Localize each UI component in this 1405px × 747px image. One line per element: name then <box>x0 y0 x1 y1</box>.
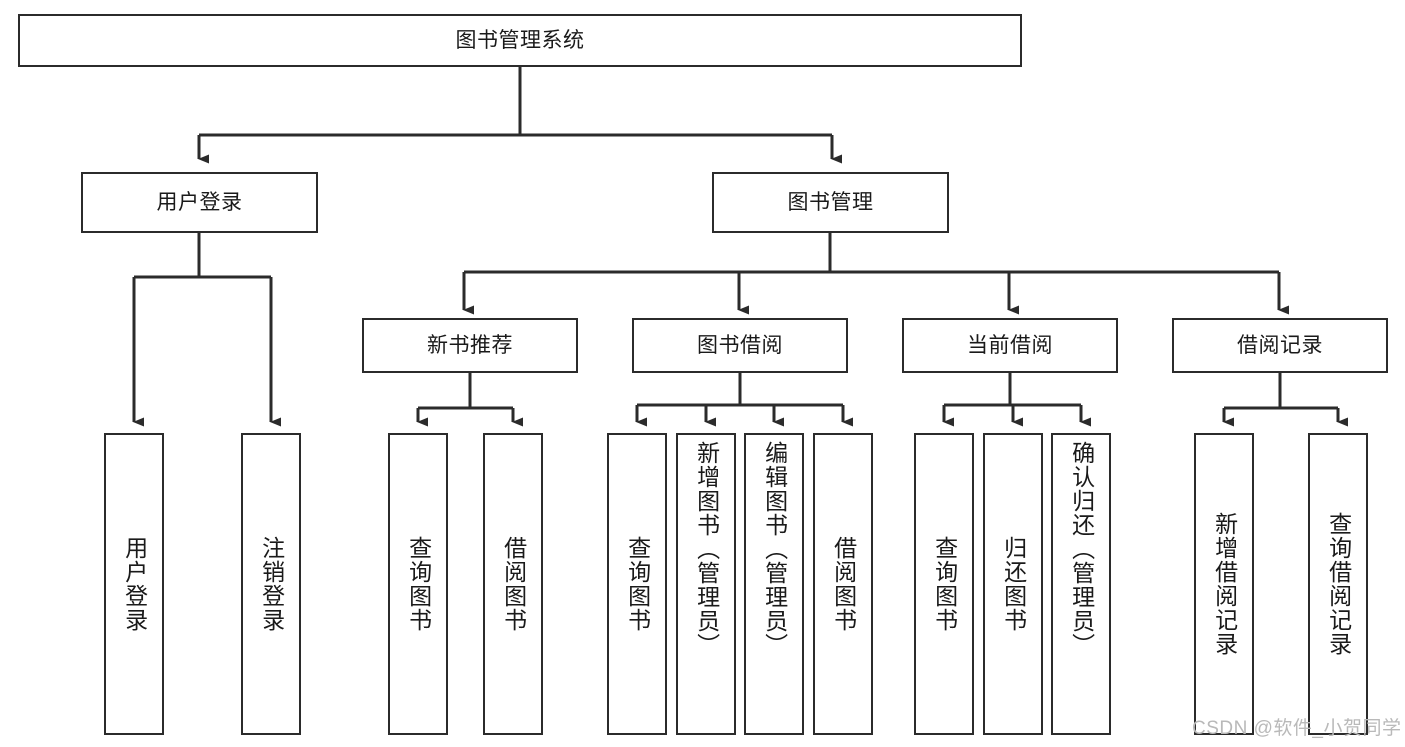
node-leaf-query-book-3[interactable]: 查询图书 <box>914 433 974 735</box>
node-leaf-borrow-book-2-label: 借阅图书 <box>830 536 857 632</box>
node-leaf-user-login[interactable]: 用户登录 <box>104 433 164 735</box>
watermark-text: CSDN @软件_小贺同学 <box>1192 718 1402 739</box>
node-leaf-query-book-1[interactable]: 查询图书 <box>388 433 448 735</box>
node-current-borrow-label: 当前借阅 <box>967 333 1053 357</box>
node-leaf-add-record[interactable]: 新增借阅记录 <box>1194 433 1254 735</box>
node-leaf-user-logout[interactable]: 注销登录 <box>241 433 301 735</box>
node-leaf-query-book-1-label: 查询图书 <box>405 536 432 632</box>
node-leaf-add-book[interactable]: 新增图书（管理员） <box>676 433 736 735</box>
node-leaf-edit-book-label: 编辑图书（管理员） <box>761 441 788 657</box>
node-new-book-recommend-label: 新书推荐 <box>427 333 513 357</box>
node-leaf-borrow-book-1[interactable]: 借阅图书 <box>483 433 543 735</box>
node-root-label: 图书管理系统 <box>455 28 585 52</box>
node-leaf-confirm-return[interactable]: 确认归还（管理员） <box>1051 433 1111 735</box>
node-user-login-label: 用户登录 <box>156 190 243 214</box>
node-leaf-borrow-book-1-label: 借阅图书 <box>500 536 527 632</box>
node-leaf-borrow-book-2[interactable]: 借阅图书 <box>813 433 873 735</box>
node-leaf-confirm-return-label: 确认归还（管理员） <box>1068 441 1095 657</box>
node-leaf-query-record-label: 查询借阅记录 <box>1325 512 1352 656</box>
node-leaf-query-book-2[interactable]: 查询图书 <box>607 433 667 735</box>
node-user-login[interactable]: 用户登录 <box>81 172 318 233</box>
node-new-book-recommend[interactable]: 新书推荐 <box>362 318 578 373</box>
node-leaf-query-book-2-label: 查询图书 <box>624 536 651 632</box>
node-borrow-record-label: 借阅记录 <box>1237 333 1323 357</box>
node-leaf-edit-book[interactable]: 编辑图书（管理员） <box>744 433 804 735</box>
node-leaf-user-logout-label: 注销登录 <box>258 536 285 632</box>
node-leaf-user-login-label: 用户登录 <box>121 536 148 632</box>
node-leaf-query-book-3-label: 查询图书 <box>931 536 958 632</box>
node-current-borrow[interactable]: 当前借阅 <box>902 318 1118 373</box>
node-borrow-record[interactable]: 借阅记录 <box>1172 318 1388 373</box>
node-book-management[interactable]: 图书管理 <box>712 172 949 233</box>
node-root[interactable]: 图书管理系统 <box>18 14 1022 67</box>
node-leaf-add-book-label: 新增图书（管理员） <box>693 441 720 657</box>
node-book-management-label: 图书管理 <box>787 190 874 214</box>
node-book-borrow[interactable]: 图书借阅 <box>632 318 848 373</box>
node-leaf-return-book-label: 归还图书 <box>1000 536 1027 632</box>
node-book-borrow-label: 图书借阅 <box>697 333 783 357</box>
node-leaf-query-record[interactable]: 查询借阅记录 <box>1308 433 1368 735</box>
node-leaf-return-book[interactable]: 归还图书 <box>983 433 1043 735</box>
node-leaf-add-record-label: 新增借阅记录 <box>1211 512 1238 656</box>
